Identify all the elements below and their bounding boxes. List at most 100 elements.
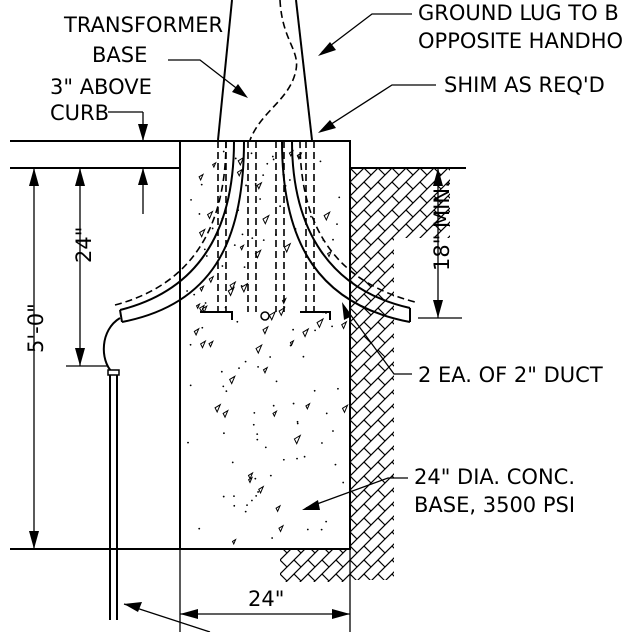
duct-label: 2 EA. OF 2" DUCT [418,363,603,387]
aggregate-mark [302,327,310,338]
aggregate-mark [289,339,295,347]
aggregate-mark [236,168,244,178]
aggregate-mark [254,182,257,185]
duct-depth-value: 24" [72,227,96,263]
earth-hatch [280,168,450,582]
aggregate-mark [323,210,331,222]
aggregate-mark [233,495,235,498]
aggregate-mark [203,248,206,251]
dimension-base-width [123,549,351,632]
aggregate-mark [221,265,224,267]
duct-sweeps [102,140,416,620]
aggregate-mark [229,280,237,291]
aggregate-mark [306,528,309,531]
aggregate-mark [222,495,225,498]
aggregate-mark [321,442,323,444]
aggregate-mark [195,302,201,310]
aggregate-mark [305,402,311,411]
aggregate-mark [189,343,192,346]
ground-lug-label-line1: GROUND LUG TO B [418,1,619,25]
aggregate-mark [200,183,203,186]
aggregate-mark [234,157,237,160]
aggregate-mark [198,173,205,182]
aggregate-mark [262,214,270,225]
aggregate-mark [338,196,341,199]
aggregate-mark [193,327,200,337]
dimension-min-cover [418,168,462,319]
aggregate-mark [282,458,285,461]
aggregate-mark [233,244,236,247]
aggregate-mark [251,237,254,240]
aggregate-mark [253,411,256,414]
aggregate-mark [262,239,265,242]
aggregate-mark [246,504,248,507]
aggregate-mark [278,306,286,317]
aggregate-mark [296,420,299,423]
aggregate-mark [204,302,207,304]
aggregate-mark [271,155,274,158]
dimension-duct-depth [66,168,108,367]
aggregate-mark [316,317,325,329]
aggregate-mark [336,223,338,226]
aggregate-mark [332,238,334,241]
aggregate-mark [205,255,208,257]
aggregate-mark [257,366,259,368]
aggregate-mark [247,476,254,484]
aggregate-mark [211,161,217,169]
aggregate-mark [223,432,225,435]
aggregate-mark [243,266,246,269]
aggregate-mark [272,404,275,407]
aggregate-mark [262,325,269,335]
aggregate-mark [334,463,337,466]
aggregate-mark [303,455,306,458]
aggregate-mark [275,504,282,513]
aggregate-mark [229,375,236,385]
aggregate-mark [283,242,292,254]
aggregate-mark [199,339,207,349]
concrete-base [179,140,351,550]
above-curb-label-line1: 3" ABOVE [50,75,152,99]
transformer-label-line2: BASE [92,43,147,67]
aggregate-mark [296,457,298,460]
aggregate-mark [222,409,229,419]
aggregate-mark [341,320,348,330]
aggregate-mark [198,228,206,238]
aggregate-mark [325,520,328,523]
shim-label: SHIM AS REQ'D [444,73,605,97]
base-width-value: 24" [248,587,284,611]
dimension-above-curb [108,111,148,214]
aggregate-mark [325,412,328,415]
aggregate-mark [250,152,253,155]
leaders [168,13,436,510]
aggregate-mark [275,380,278,383]
aggregate-mark [214,403,222,414]
aggregate-mark [227,286,236,297]
aggregate-mark [257,491,259,493]
aggregate-mark [314,329,316,332]
aggregate-mark [186,290,189,292]
aggregate-mark [269,356,272,358]
aggregate-mark [272,410,278,418]
ground-lug-label-line2: OPPOSITE HANDHO [418,29,623,53]
aggregate-mark [256,433,259,436]
aggregate-mark [244,510,247,513]
aggregate-mark [268,310,277,321]
aggregate-mark [198,213,201,215]
transformer-label-line1: TRANSFORMER [63,13,223,37]
aggregate-mark [222,385,225,388]
aggregate-mark [247,471,254,480]
above-curb-label-line2: CURB [50,101,109,125]
aggregate-mark [292,328,295,331]
aggregate-mark [278,524,285,533]
aggregate-mark [201,304,208,314]
aggregate-mark [244,360,247,363]
aggregate-mark [288,179,291,181]
aggregate-mark [245,184,247,187]
aggregate-mark [222,150,225,153]
aggregate-mark [259,198,262,200]
aggregate-mark [193,293,196,296]
aggregate-mark [313,389,316,392]
base-label-line1: 24" DIA. CONC. [414,465,575,489]
base-label-line2: BASE, 3500 PSI [414,493,575,517]
aggregate-mark [264,446,267,449]
